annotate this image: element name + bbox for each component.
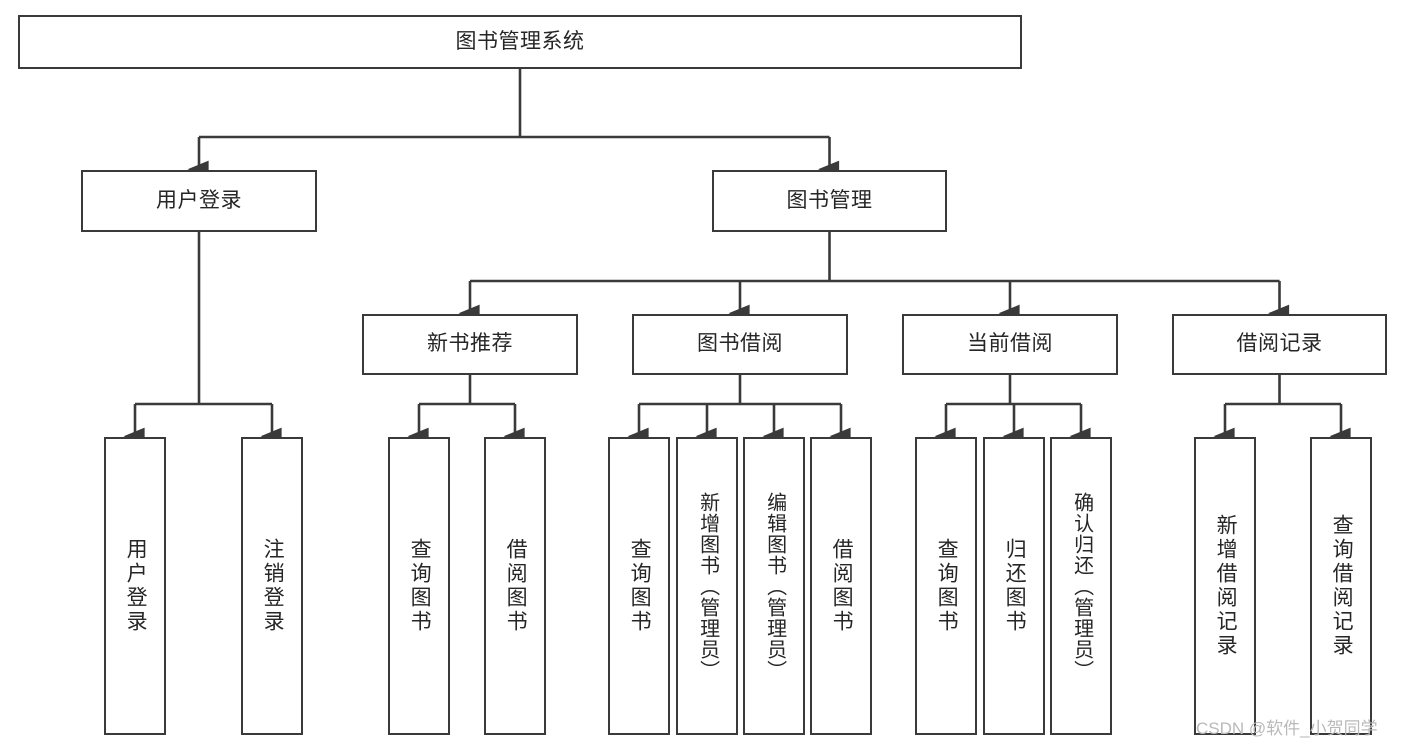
node-leaf-query-record[interactable]: 查询借阅记录 — [1310, 437, 1372, 735]
node-label: 借阅图书 — [830, 538, 854, 634]
node-label: 查询图书 — [628, 538, 652, 634]
node-leaf-query-book-3[interactable]: 查询图书 — [915, 437, 977, 735]
node-label: 用户登录 — [156, 188, 242, 212]
node-leaf-return-book[interactable]: 归还图书 — [983, 437, 1045, 735]
node-label: 新增图书（管理员） — [696, 491, 719, 681]
node-label: 查询借阅记录 — [1330, 514, 1354, 658]
node-label: 图书管理系统 — [455, 29, 585, 53]
node-leaf-query-book-1[interactable]: 查询图书 — [388, 437, 450, 735]
node-label: 新书推荐 — [427, 332, 513, 356]
node-book-manage[interactable]: 图书管理 — [712, 170, 947, 232]
node-label: 查询图书 — [935, 538, 959, 634]
node-leaf-add-book[interactable]: 新增图书（管理员） — [676, 437, 738, 735]
node-label: 图书借阅 — [697, 332, 783, 356]
csdn-watermark: CSDN @软件_小贺同学 — [1196, 719, 1378, 738]
node-label: 注销登录 — [261, 538, 285, 634]
node-leaf-confirm-return[interactable]: 确认归还（管理员） — [1050, 437, 1112, 735]
node-leaf-user-logout[interactable]: 注销登录 — [241, 437, 303, 735]
node-label: 当前借阅 — [967, 332, 1053, 356]
node-label: 新增借阅记录 — [1214, 514, 1238, 658]
node-label: 借阅记录 — [1236, 332, 1323, 356]
connector-lines — [123, 69, 1351, 445]
node-root[interactable]: 图书管理系统 — [18, 15, 1022, 69]
node-leaf-edit-book[interactable]: 编辑图书（管理员） — [743, 437, 805, 735]
node-book-borrow[interactable]: 图书借阅 — [632, 314, 848, 375]
node-label: 确认归还（管理员） — [1070, 491, 1093, 681]
node-leaf-query-book-2[interactable]: 查询图书 — [608, 437, 670, 735]
node-label: 用户登录 — [124, 538, 148, 634]
node-current-borrow[interactable]: 当前借阅 — [902, 314, 1118, 375]
node-leaf-borrow-book-1[interactable]: 借阅图书 — [484, 437, 546, 735]
node-label: 图书管理 — [786, 188, 873, 212]
node-leaf-add-record[interactable]: 新增借阅记录 — [1194, 437, 1256, 735]
node-leaf-user-login[interactable]: 用户登录 — [104, 437, 166, 735]
node-label: 借阅图书 — [504, 538, 528, 634]
node-label: 查询图书 — [408, 538, 432, 634]
node-new-book-rec[interactable]: 新书推荐 — [362, 314, 578, 375]
node-user-login[interactable]: 用户登录 — [81, 170, 317, 232]
node-label: 归还图书 — [1003, 538, 1027, 634]
node-borrow-record[interactable]: 借阅记录 — [1172, 314, 1387, 375]
node-leaf-borrow-book-2[interactable]: 借阅图书 — [810, 437, 872, 735]
node-label: 编辑图书（管理员） — [763, 491, 786, 681]
